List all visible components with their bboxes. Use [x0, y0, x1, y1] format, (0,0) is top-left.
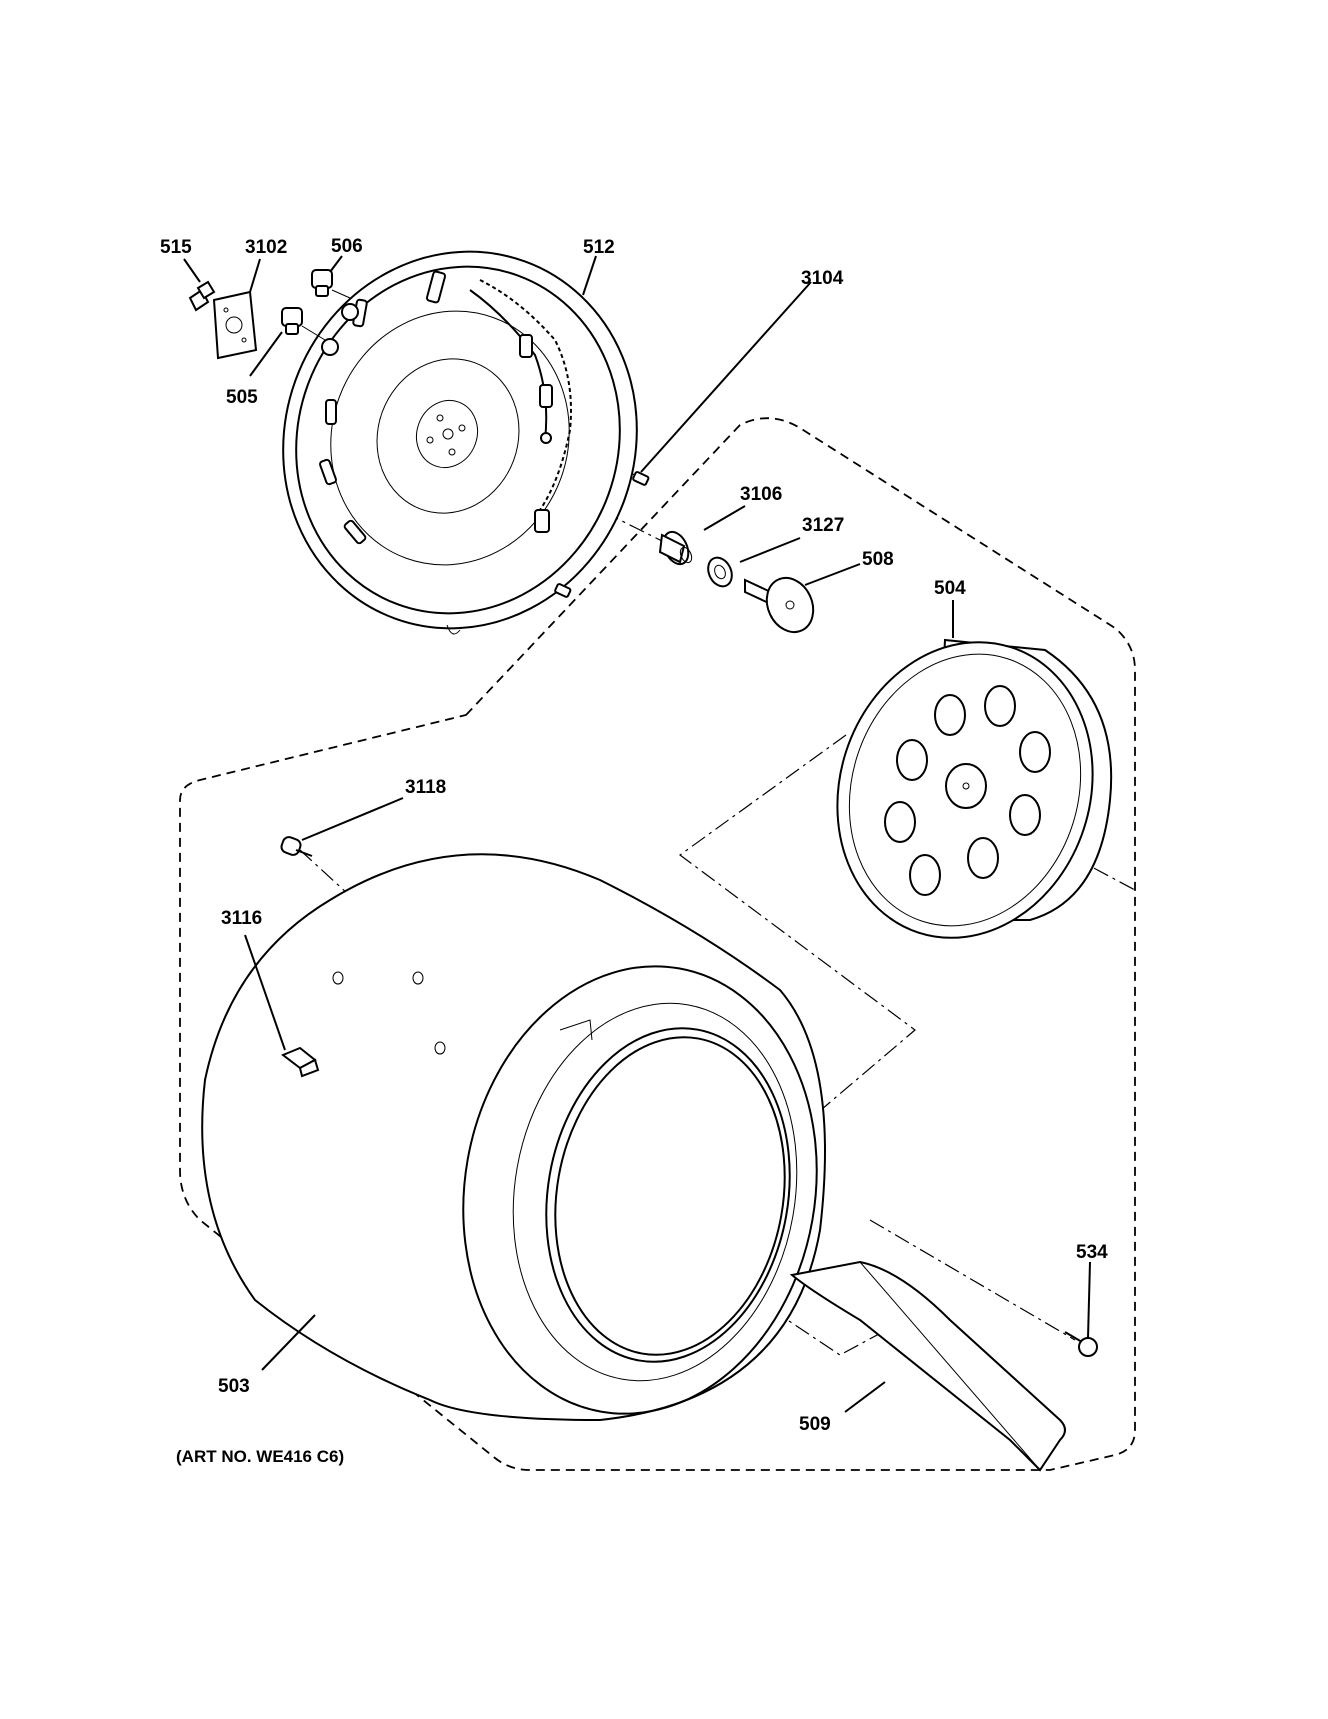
callout-503: 503	[218, 1376, 250, 1397]
part-3104-screw	[632, 471, 650, 486]
callout-512: 512	[583, 237, 615, 258]
part-3116-clip	[281, 1046, 320, 1078]
part-3102-plate	[212, 290, 258, 360]
callout-504: 504	[934, 578, 966, 599]
callout-506: 506	[331, 236, 363, 257]
lower-screw	[554, 583, 572, 598]
callout-509: 509	[799, 1414, 831, 1435]
rear-bulkhead	[282, 250, 638, 635]
part-505-thermostat	[281, 307, 326, 341]
assembly-boundary	[179, 417, 1136, 1471]
callout-3127: 3127	[802, 515, 844, 536]
callout-3118: 3118	[405, 777, 446, 798]
callout-534: 534	[1076, 1242, 1108, 1263]
callout-508: 508	[862, 549, 894, 570]
callout-3102: 3102	[245, 237, 287, 258]
callout-505: 505	[226, 387, 258, 408]
art-number: (ART NO. WE416 C6)	[176, 1447, 344, 1466]
part-3106-bearing	[658, 530, 693, 566]
part-508-shaft	[744, 576, 815, 634]
part-506-thermostat	[311, 269, 351, 299]
part-504-drum-wheel	[836, 638, 1113, 939]
callout-3116: 3116	[221, 908, 262, 929]
callout-3106: 3106	[740, 484, 782, 505]
leader-lines	[183, 255, 1091, 1413]
part-509-baffle	[789, 1260, 1066, 1472]
callout-3104: 3104	[801, 268, 844, 289]
part-3118-screw	[280, 836, 313, 857]
part-534-screw	[1064, 1331, 1098, 1357]
part-3127-washer	[707, 556, 733, 588]
callout-515: 515	[160, 237, 192, 258]
part-503-drum	[201, 853, 826, 1422]
part-515-tab	[188, 280, 216, 312]
